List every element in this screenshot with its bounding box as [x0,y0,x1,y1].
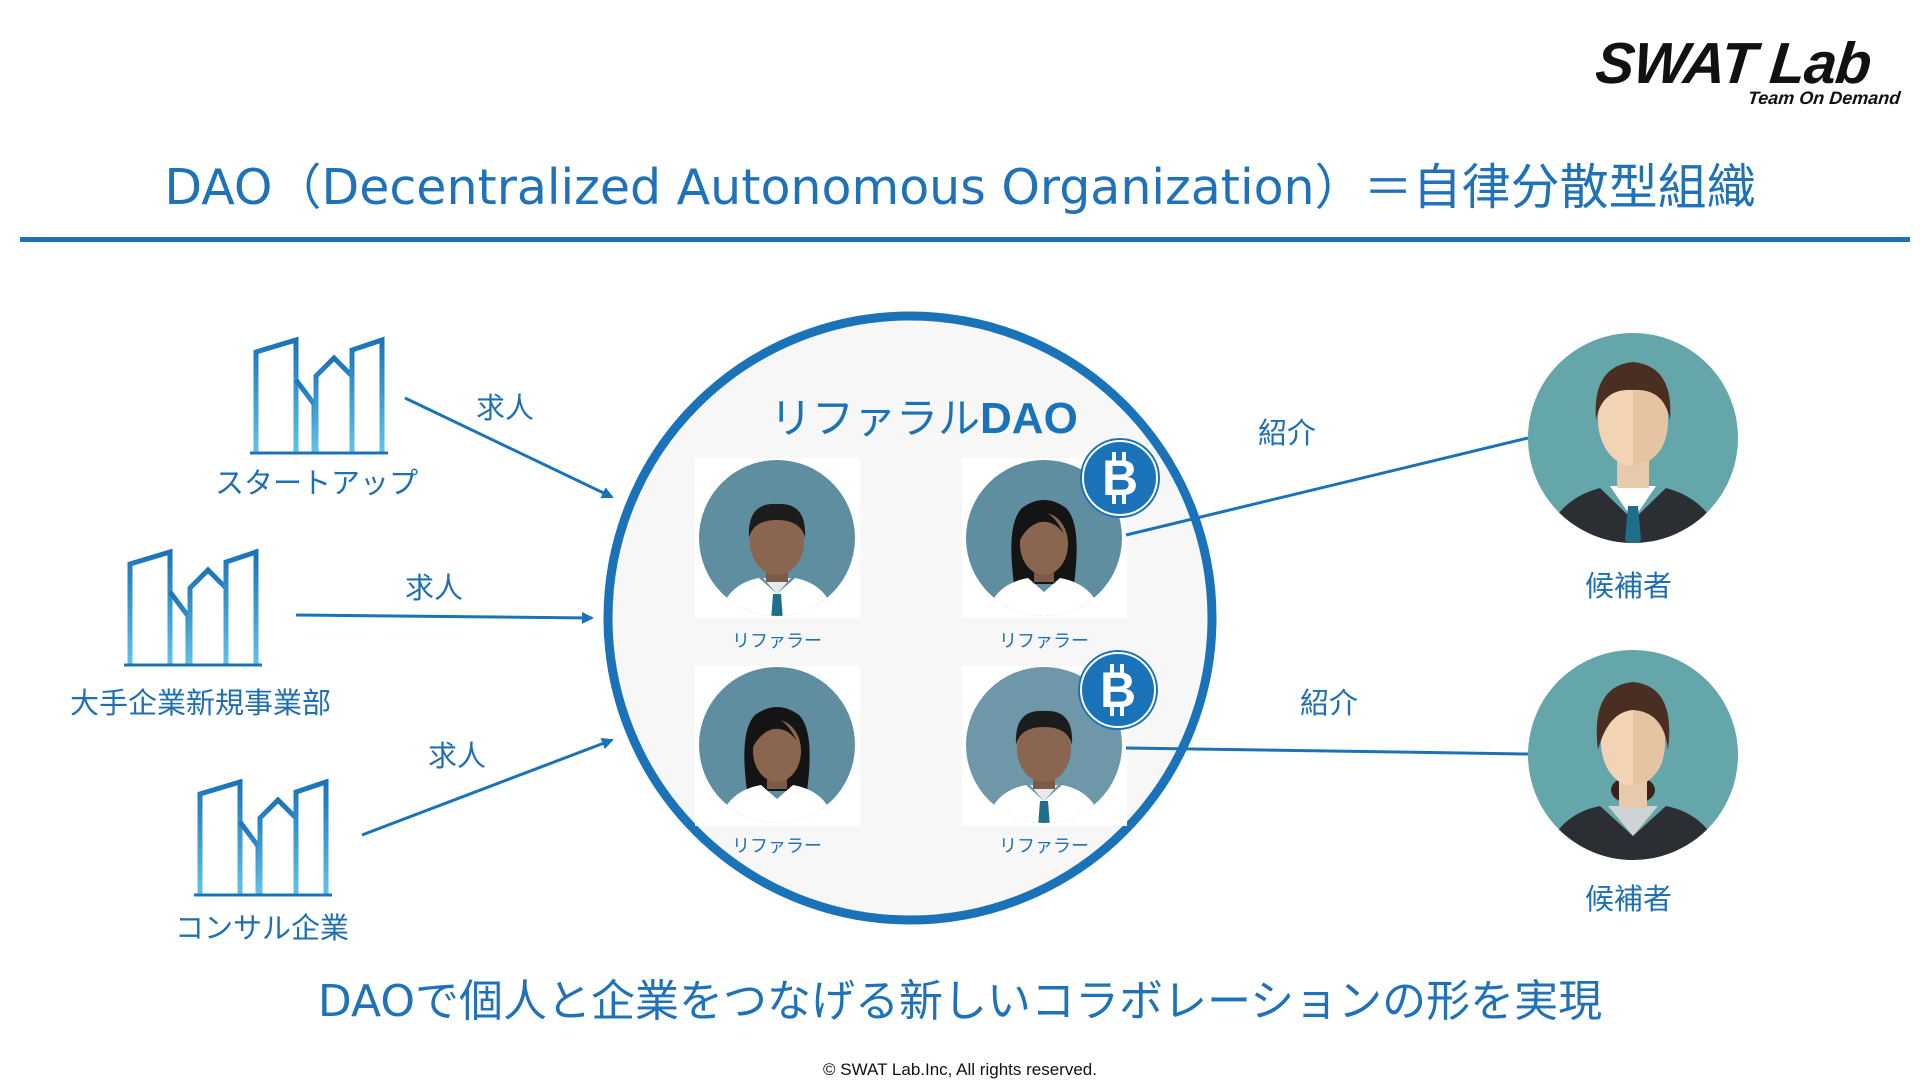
candidate-avatar-male [1528,333,1738,543]
consulting-label: コンサル企業 [175,911,350,945]
candidate-label: 候補者 [1585,882,1673,916]
referral-label: 紹介 [1258,416,1317,450]
consulting-arrow [361,737,614,837]
job-offer-label: 求人 [476,391,535,425]
referrer-label: リファラー [732,836,822,857]
startup-label: スタートアップ [215,466,419,500]
dao-title-prefix: リファラル [770,394,981,443]
bitcoin-icon [1076,648,1160,732]
referrer-avatar-1 [695,458,860,618]
referral-line-1 [1125,436,1529,537]
startup-arrow [404,396,614,499]
referrer-label: リファラー [999,836,1089,857]
enterprise-building-icon [124,552,262,665]
title-divider [20,237,1910,242]
referrer-label: リファラー [999,631,1089,652]
referrer-avatar-3 [695,666,860,826]
consulting-building-icon [194,782,332,895]
enterprise-arrow [295,611,594,624]
candidate-avatar-female [1528,650,1738,860]
page-title: DAO（Decentralized Autonomous Organizatio… [164,159,1756,216]
referrer-label: リファラー [732,631,822,652]
referral-label: 紹介 [1300,686,1359,720]
referral-line-2 [1125,746,1529,756]
startup-building-icon [250,340,388,453]
job-offer-label: 求人 [428,739,487,773]
candidate-label: 候補者 [1585,569,1673,603]
copyright-notice: © SWAT Lab.Inc, All rights reserved. [823,1060,1097,1079]
dao-title-suffix: DAO [980,394,1078,443]
referral-dao-title: リファラルDAO [770,385,1078,446]
summary-message: DAOで個人と企業をつなげる新しいコラボレーションの形を実現 [317,976,1603,1027]
bitcoin-icon [1078,436,1162,520]
job-offer-label: 求人 [405,571,464,605]
enterprise-label: 大手企業新規事業部 [70,686,332,720]
